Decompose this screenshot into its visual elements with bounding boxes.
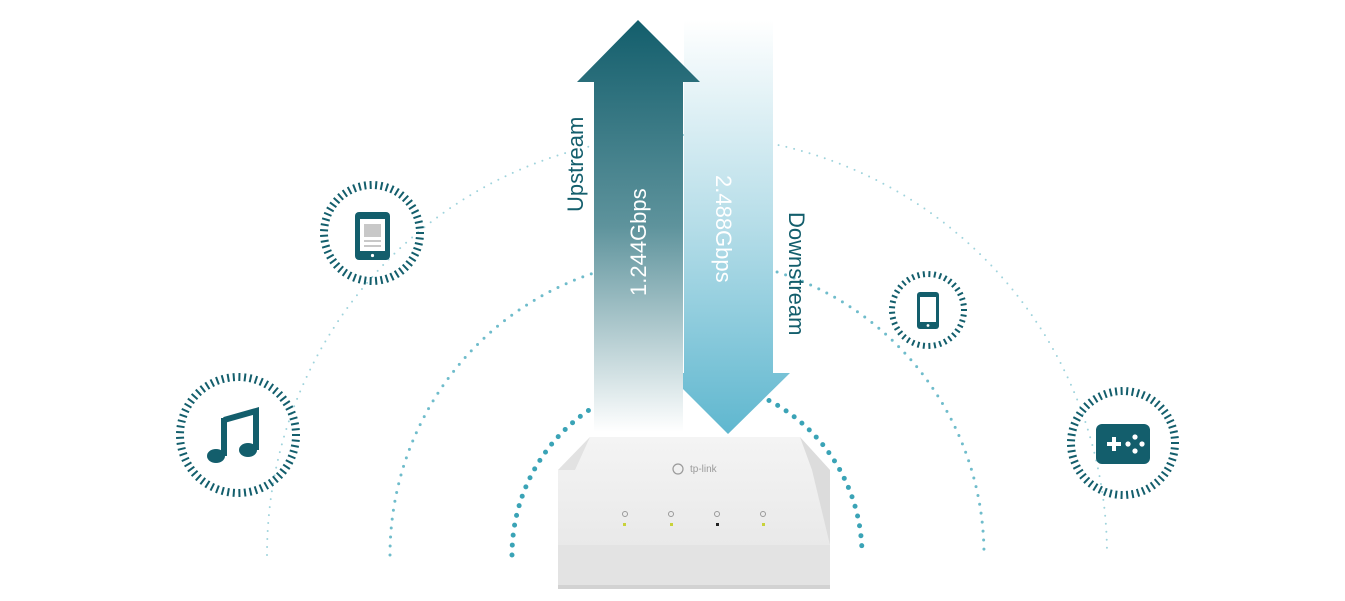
tick-ring — [1067, 386, 1179, 500]
music-icon — [207, 407, 259, 463]
tick-ring — [176, 372, 300, 498]
downstream-arrow — [667, 20, 790, 434]
brand-logo: tp-link — [690, 464, 718, 475]
downstream-label: Downstream — [784, 212, 809, 335]
upstream-speed: 1.244Gbps — [626, 188, 651, 296]
smartphone-icon — [917, 292, 939, 329]
signal-arc-outer — [266, 134, 1108, 556]
tick-ring — [320, 180, 424, 286]
gamepad-icon — [1096, 424, 1150, 464]
status-leds — [622, 511, 766, 526]
upstream-label: Upstream — [563, 117, 588, 212]
upstream-arrow — [577, 20, 700, 432]
downstream-speed: 2.488Gbps — [711, 175, 736, 283]
tick-ring — [889, 270, 967, 350]
gpon-terminal-device: tp-link — [558, 437, 830, 589]
tablet-icon — [355, 212, 390, 260]
